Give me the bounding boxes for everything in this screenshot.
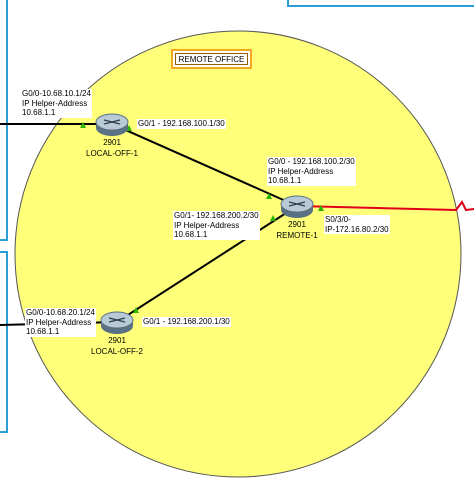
- left-bottom-panel: [0, 251, 8, 433]
- port-up-icon: [318, 205, 324, 211]
- helper-address: 10.68.1.1: [174, 230, 208, 240]
- remote-1-name[interactable]: REMOTE-1: [276, 231, 318, 240]
- helper-label: IP Helper-Address: [26, 317, 92, 327]
- local-off-1-model: 2901: [103, 138, 121, 147]
- top-right-panel: [287, 0, 474, 7]
- interface-address: IP-172.16.80.2/30: [325, 224, 389, 234]
- helper-label: IP Helper-Address: [174, 220, 240, 230]
- zone-title: REMOTE OFFICE: [175, 53, 248, 65]
- local-off-2-g01-label: G0/1 - 192.168.200.1/30: [142, 317, 231, 327]
- zone-title-badge[interactable]: REMOTE OFFICE: [171, 49, 252, 69]
- helper-label: IP Helper-Address: [268, 166, 334, 176]
- router-icon[interactable]: [100, 311, 134, 334]
- helper-address: 10.68.1.1: [26, 327, 60, 337]
- local-off-1-g00-note: G0/0-10.68.10.1/24 IP Helper-Address 10.…: [21, 89, 92, 118]
- port-up-icon: [80, 122, 86, 128]
- interface-label: G0/0 - 192.168.100.2/30: [268, 157, 355, 166]
- local-off-1-name[interactable]: LOCAL-OFF-1: [85, 149, 139, 158]
- interface-label: S0/3/0-: [325, 215, 351, 224]
- remote-1-g01-note: G0/1- 192.168.200.2/30 IP Helper-Address…: [173, 211, 260, 240]
- left-top-panel: [0, 0, 8, 241]
- remote-office-zone: [14, 30, 462, 478]
- local-off-2-g00-note: G0/0-10.68.20.1/24 IP Helper-Address 10.…: [25, 308, 96, 337]
- remote-1-model: 2901: [288, 220, 306, 229]
- interface-label: G0/0-10.68.20.1/24: [26, 308, 95, 317]
- local-off-2-name[interactable]: LOCAL-OFF-2: [90, 347, 144, 356]
- helper-address: 10.68.1.1: [22, 108, 56, 118]
- local-off-1-g01-label: G0/1 - 192.168.100.1/30: [137, 119, 226, 129]
- remote-1-s030-note: S0/3/0- IP-172.16.80.2/30: [324, 215, 390, 235]
- helper-address: 10.68.1.1: [268, 176, 302, 186]
- port-up-icon: [266, 193, 272, 199]
- remote-1-g00-note: G0/0 - 192.168.100.2/30 IP Helper-Addres…: [267, 157, 356, 186]
- router-icon[interactable]: [280, 195, 314, 218]
- interface-label: G0/1- 192.168.200.2/30: [174, 211, 259, 220]
- interface-label: G0/0-10.68.10.1/24: [22, 89, 91, 98]
- port-up-icon: [133, 307, 139, 313]
- link-remote1-local2[interactable]: [116, 205, 298, 323]
- helper-label: IP Helper-Address: [22, 98, 88, 108]
- port-up-icon: [270, 215, 276, 221]
- router-icon[interactable]: [95, 113, 129, 136]
- link-local1-remote1[interactable]: [111, 123, 298, 207]
- local-off-2-model: 2901: [108, 336, 126, 345]
- link-serial-remote1[interactable]: [296, 200, 474, 212]
